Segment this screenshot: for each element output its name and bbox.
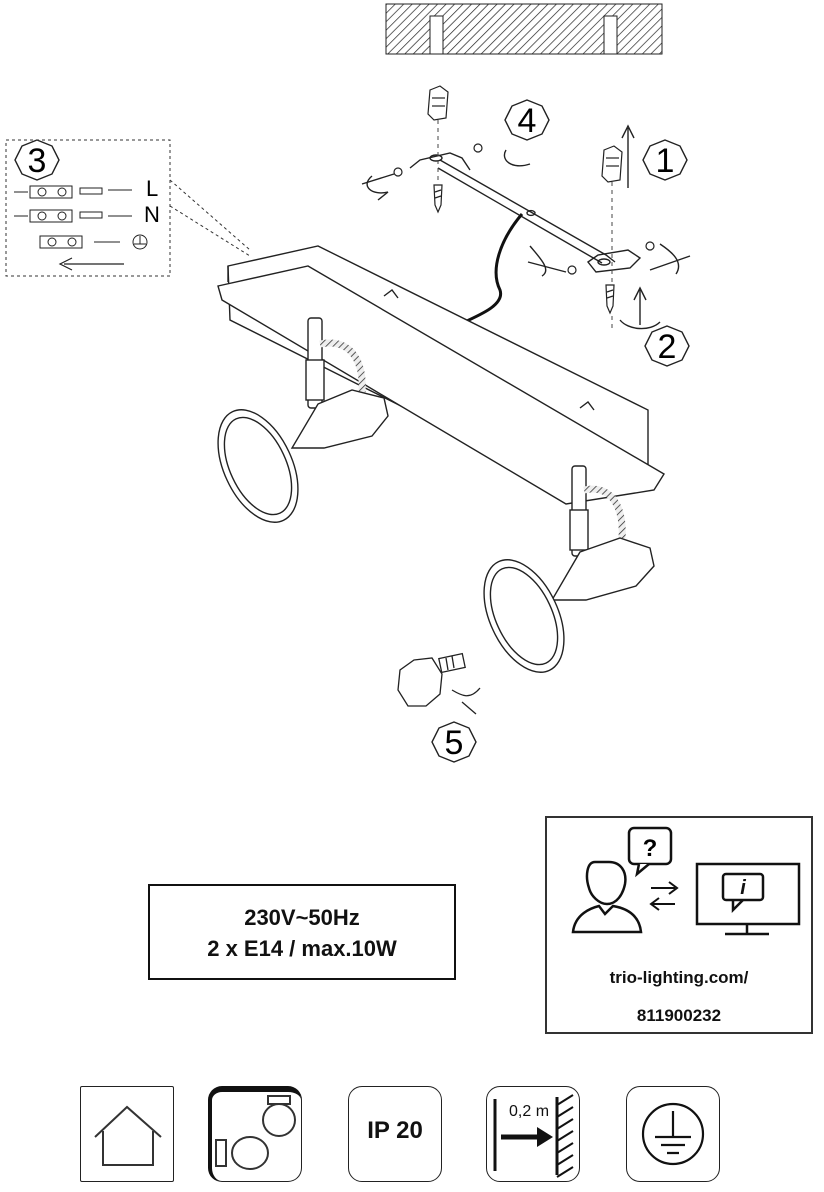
step-2-label: 2 <box>658 328 677 366</box>
info-symbol: i <box>740 877 746 899</box>
step-1-label: 1 <box>656 142 675 180</box>
exchange-arrows-icon <box>649 881 679 911</box>
min-distance-tile: 0,2 m <box>486 1086 580 1182</box>
step-4-label: 4 <box>518 102 537 140</box>
info-url: trio-lighting.com/ <box>609 968 749 987</box>
spotlight-2 <box>483 465 655 673</box>
step-badges <box>14 99 690 763</box>
indoor-use-tile <box>80 1086 174 1182</box>
e14-bulb <box>397 652 481 715</box>
wall-ceiling-mount-tile <box>208 1086 302 1182</box>
supply-cable <box>457 213 524 327</box>
wall-ceiling-lamp-icon <box>215 1095 296 1170</box>
article-number: 811900232 <box>636 1006 722 1025</box>
house-icon <box>94 1105 162 1166</box>
product-info-box: ? i trio-lighting.com/ 811900232 <box>545 816 813 1034</box>
dashed-guides <box>437 120 613 330</box>
step-3-label: 3 <box>28 142 47 180</box>
ceiling <box>385 3 663 55</box>
earth-ground-icon <box>641 1102 705 1166</box>
spotlight-1 <box>217 317 389 523</box>
ip-rating: IP 20 <box>367 1117 423 1144</box>
neutral-label: N <box>144 202 160 227</box>
live-label: L <box>146 176 158 201</box>
min-distance-label: 0,2 m <box>509 1103 550 1120</box>
assembly-diagram: 1 2 3 4 5 L N <box>5 3 691 763</box>
wiring-detail: L N <box>5 139 251 277</box>
person-icon <box>571 860 643 934</box>
protection-class-tile <box>626 1086 720 1182</box>
electrical-spec-box: 230V~50Hz 2 x E14 / max.10W <box>148 884 456 980</box>
bulb-spec: 2 x E14 / max.10W <box>207 936 397 961</box>
screws <box>393 143 655 315</box>
step-5-label: 5 <box>445 724 464 762</box>
distance-arrow-icon <box>493 1094 574 1178</box>
voltage-spec: 230V~50Hz <box>244 905 360 930</box>
wall-plugs <box>427 85 623 183</box>
info-graphic: ? i <box>571 826 801 936</box>
question-mark: ? <box>643 835 658 862</box>
question-bubble-icon: ? <box>627 826 673 878</box>
ip-rating-tile: IP 20 <box>348 1086 442 1182</box>
monitor-icon: i <box>695 862 801 936</box>
direction-arrows <box>361 124 691 330</box>
canopy <box>217 245 665 505</box>
